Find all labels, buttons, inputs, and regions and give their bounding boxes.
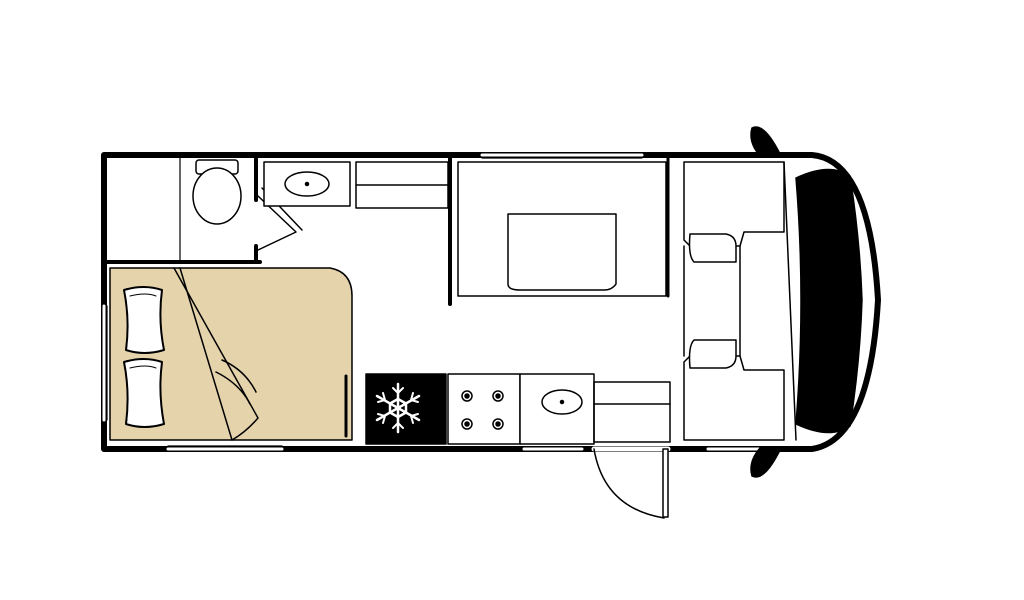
washbasin-icon bbox=[263, 161, 351, 207]
dashboard bbox=[783, 161, 797, 441]
bed bbox=[109, 267, 353, 441]
toilet-icon bbox=[192, 159, 242, 225]
washroom-walls bbox=[102, 156, 262, 264]
snowflake-icon bbox=[375, 382, 421, 434]
hob bbox=[447, 373, 521, 445]
window-frames bbox=[106, 157, 643, 447]
dinette bbox=[457, 161, 667, 297]
cab-seat-passenger bbox=[683, 339, 785, 441]
blanket-fold bbox=[173, 267, 259, 441]
entry-door bbox=[591, 446, 671, 519]
kitchen-cabinet bbox=[593, 381, 671, 443]
mirror-icon bbox=[750, 126, 781, 157]
hob-burner-icon bbox=[461, 390, 504, 430]
pillow-icon bbox=[123, 286, 165, 354]
cab-seat-driver bbox=[683, 161, 785, 263]
pillow-icon bbox=[123, 358, 165, 428]
windshield-icon bbox=[795, 168, 863, 434]
mirror-icon bbox=[750, 447, 781, 478]
sink-icon bbox=[519, 373, 595, 445]
windows bbox=[102, 153, 762, 451]
